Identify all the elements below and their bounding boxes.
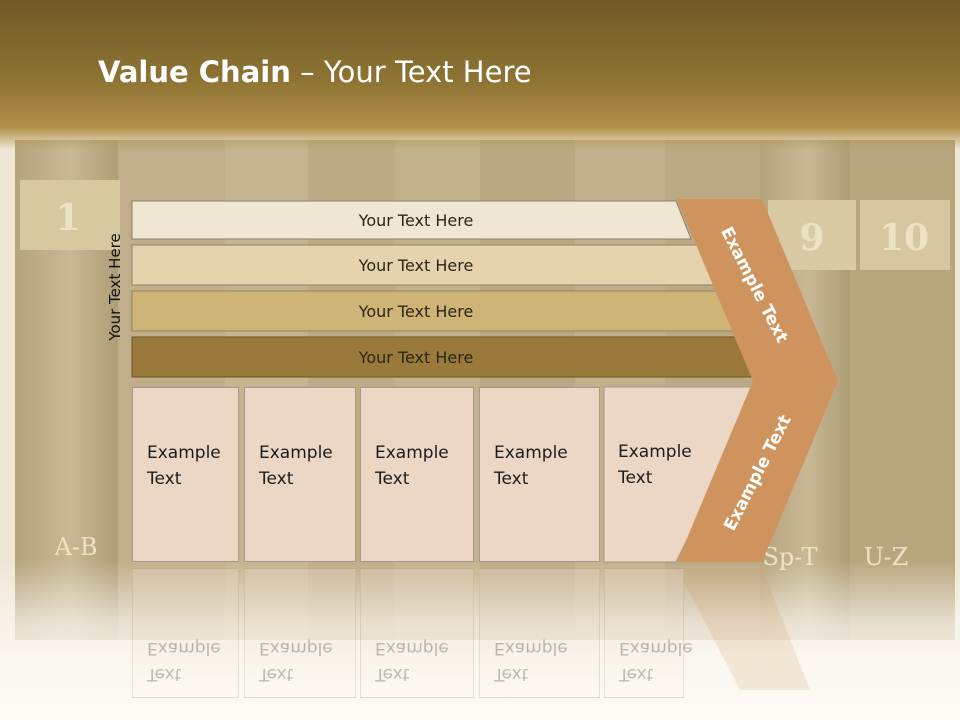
book-number-9: 9 bbox=[799, 217, 824, 259]
book-range-a-b: A-B bbox=[53, 533, 97, 561]
cell-arrow-tip bbox=[603, 386, 764, 563]
band-label-3: Your Text Here bbox=[358, 301, 474, 321]
book-number-1: 1 bbox=[55, 197, 80, 239]
slide-title: Value Chain – Your Text Here bbox=[98, 55, 532, 89]
title-rest: – Your Text Here bbox=[290, 55, 532, 89]
chevron-arrow bbox=[677, 199, 838, 562]
chevron-reflection bbox=[677, 568, 810, 690]
band-shape-1 bbox=[131, 200, 692, 240]
title-bar bbox=[0, 0, 960, 150]
book-number-10: 10 bbox=[879, 217, 929, 259]
title-bold: Value Chain bbox=[98, 55, 291, 89]
band-label-2: Your Text Here bbox=[358, 255, 474, 275]
band-label-1: Your Text Here bbox=[358, 210, 474, 230]
vertical-label: Your Text Here bbox=[106, 233, 124, 341]
bottom-fade bbox=[0, 560, 960, 720]
band-label-4: Your Text Here bbox=[358, 347, 474, 367]
